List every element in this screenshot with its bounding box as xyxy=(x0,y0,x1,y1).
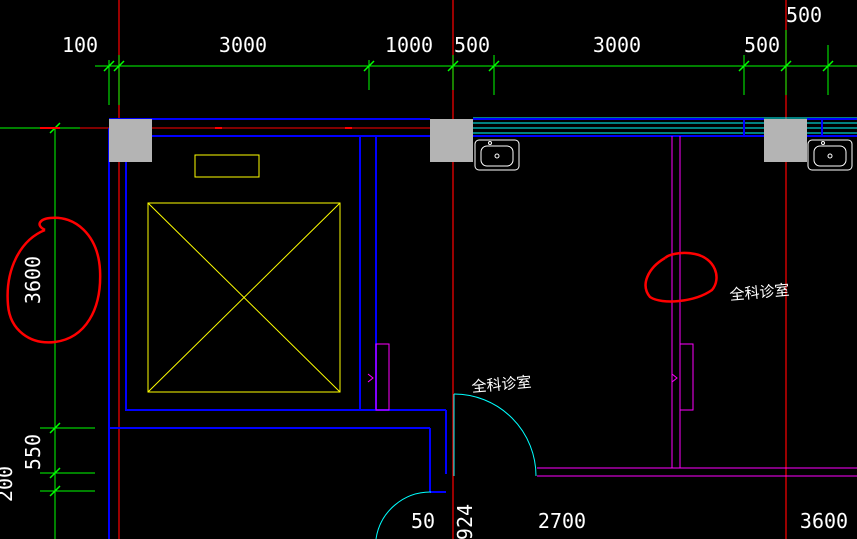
door-swing-arc xyxy=(375,393,537,539)
markup-circles xyxy=(6,216,718,344)
elevator-car xyxy=(147,202,341,393)
markup-circle-dimension xyxy=(6,216,102,344)
top-dimension-4: 500 xyxy=(454,33,490,57)
room-label-2: 全科诊室 xyxy=(729,281,790,304)
left-dimension-1: 3600 xyxy=(21,256,45,304)
door-leaf xyxy=(679,343,694,411)
dimension-ticks xyxy=(49,60,834,497)
elevator-shaft xyxy=(147,154,341,393)
column xyxy=(109,119,152,162)
bottom-dimension-2: 924 xyxy=(453,504,477,539)
left-dimension-2: 550 xyxy=(21,434,45,470)
markup-circle-room xyxy=(644,251,718,303)
top-dimension-1: 100 xyxy=(62,33,98,57)
sink-icon xyxy=(807,139,853,171)
bottom-dimension-1: 50 xyxy=(411,509,435,533)
room-label-1: 全科诊室 xyxy=(471,373,532,396)
top-dimension-3: 1000 xyxy=(385,33,433,57)
column xyxy=(430,119,473,162)
dimension-lines xyxy=(0,30,857,539)
bottom-dimension-4: 3600 xyxy=(800,509,848,533)
bottom-dimension-3: 2700 xyxy=(538,509,586,533)
walls xyxy=(108,118,857,539)
top-dimension-2: 3000 xyxy=(219,33,267,57)
elevator-control-box xyxy=(194,154,260,178)
columns xyxy=(109,119,807,162)
top-right-dimension: 500 xyxy=(786,3,822,27)
top-dimension-5: 3000 xyxy=(593,33,641,57)
top-dimension-6: 500 xyxy=(744,33,780,57)
sink-icon xyxy=(474,139,520,171)
column xyxy=(764,119,807,162)
door-leaf xyxy=(375,343,390,411)
left-dimension-3: 200 xyxy=(0,466,17,502)
